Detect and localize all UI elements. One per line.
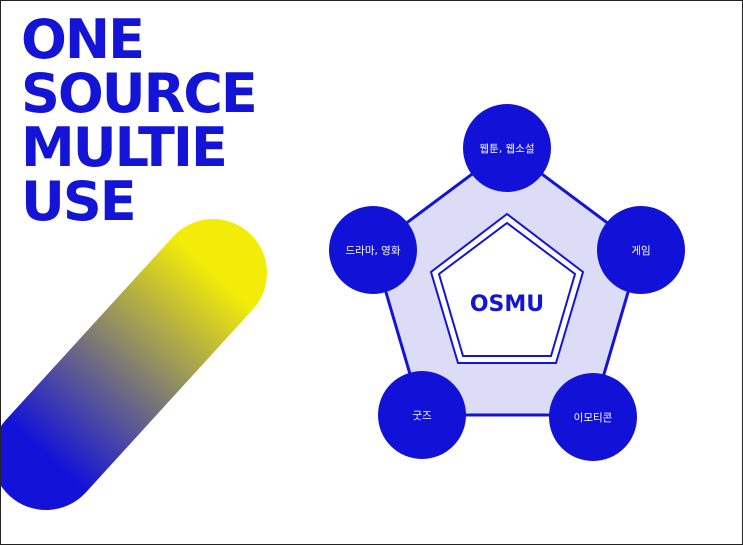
inner-pentagon-inner-ring	[437, 221, 577, 357]
headline-line-3: MULTIE	[21, 116, 228, 179]
node-drama-movie: 드라마, 영화	[329, 206, 417, 294]
center-label: OSMU	[470, 292, 544, 317]
node-emoticon: 이모티콘	[549, 373, 637, 461]
headline-line-1: ONE	[21, 8, 145, 71]
node-goods-circle	[378, 371, 466, 459]
node-webtoon: 웹툰, 웹소설	[463, 104, 551, 192]
node-drama-movie-circle	[329, 206, 417, 294]
node-webtoon-label: 웹툰, 웹소설	[480, 143, 535, 155]
headline-line-4: USE	[21, 170, 137, 233]
node-goods: 굿즈	[378, 371, 466, 459]
headline: ONE SOURCE MULTIE USE	[21, 8, 258, 233]
node-game: 게임	[597, 206, 685, 294]
node-goods-label: 굿즈	[412, 410, 432, 422]
node-emoticon-label: 이모티콘	[574, 412, 613, 424]
node-emoticon-circle	[549, 373, 637, 461]
node-webtoon-circle	[463, 104, 551, 192]
node-drama-movie-label: 드라마, 영화	[346, 245, 401, 257]
headline-line-2: SOURCE	[21, 62, 258, 125]
node-game-label: 게임	[631, 244, 650, 257]
node-game-circle	[597, 206, 685, 294]
